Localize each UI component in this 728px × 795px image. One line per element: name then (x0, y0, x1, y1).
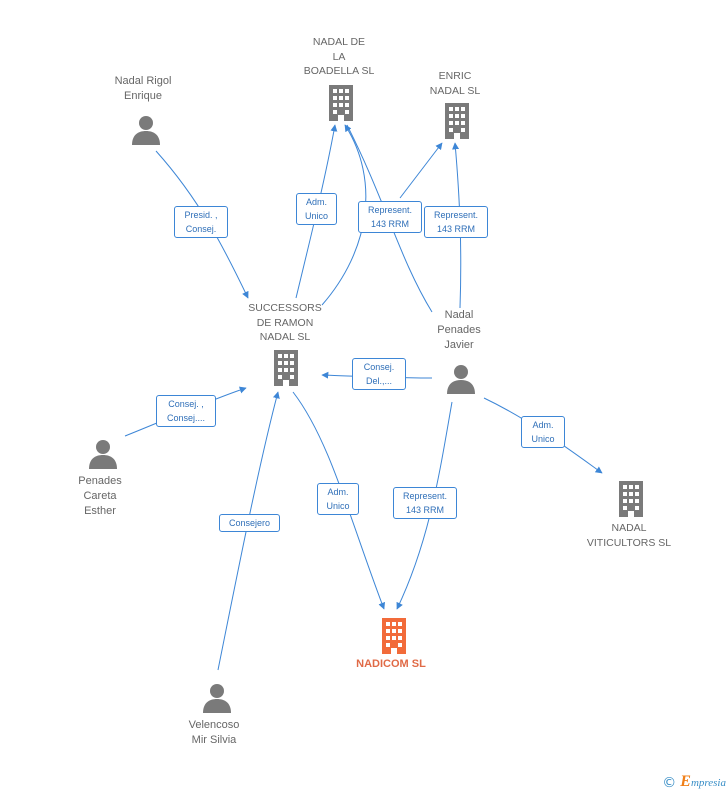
edge-label-represent-nadicom[interactable]: Represent. 143 RRM (393, 487, 457, 519)
building-icon[interactable] (271, 350, 301, 386)
node-label-nadal-rigol[interactable]: Nadal Rigol Enrique (115, 74, 172, 104)
node-label-line: Velencoso (188, 719, 240, 731)
edge-label-presid-consej[interactable]: Presid. , Consej. (174, 206, 228, 238)
node-label-line: Mir Silvia (191, 734, 237, 746)
edge-label-line: 143 RRM (436, 224, 475, 234)
node-label-line: DE RAMON (256, 316, 314, 329)
node-label-nadal-de-la-boadella[interactable]: NADAL DE LA BOADELLA SL (304, 35, 375, 79)
building-icon[interactable] (616, 481, 646, 517)
edge-label-line: Consej. (363, 362, 395, 372)
node-label-line: Nadal Rigol (114, 75, 172, 87)
person-icon[interactable] (88, 439, 118, 469)
edge-label-line: Represent. (402, 491, 448, 501)
edge-label-line: Adm. (327, 487, 349, 497)
node-label-nadal-viticultors[interactable]: NADAL VITICULTORS SL (587, 521, 671, 550)
edge-label-line: 143 RRM (405, 505, 444, 515)
edge-label-line: Consej. (185, 224, 217, 234)
node-label-penades-careta[interactable]: Penades Careta Esther (78, 474, 121, 519)
node-label-successors[interactable]: SUCCESSORS DE RAMON NADAL SL (248, 301, 322, 345)
edge-label-line: Adm. (532, 420, 554, 430)
node-label-velencoso[interactable]: Velencoso Mir Silvia (189, 718, 240, 748)
edge-label-adm-unico-nadicom[interactable]: Adm. Unico (317, 483, 359, 515)
edge-label-line: Unico (326, 501, 350, 511)
node-label-line: SUCCESSORS (248, 302, 322, 314)
edge-label-line: Adm. (305, 197, 327, 207)
node-label-line: VITICULTORS SL (586, 536, 672, 549)
building-icon[interactable] (326, 85, 356, 121)
node-label-line: Javier (444, 339, 474, 351)
edge-label-line: Del.,... (365, 376, 392, 386)
node-label-nadicom[interactable]: NADICOM SL (356, 657, 426, 672)
node-label-line: Nadal (444, 309, 474, 321)
edge-label-line: Consejero (228, 518, 271, 528)
building-icon-highlighted[interactable] (379, 618, 409, 654)
edge-label-line: Presid. , (184, 210, 218, 220)
node-label-enric-nadal[interactable]: ENRIC NADAL SL (430, 69, 480, 98)
person-icon[interactable] (202, 683, 232, 713)
copyright-symbol: © (662, 775, 677, 791)
edge-line-successors-enric (399, 142, 443, 199)
node-label-line: Enrique (124, 90, 162, 102)
brand-initial: E (680, 773, 691, 790)
node-label-line: NADAL DE (312, 36, 366, 48)
edge-label-line: Represent. (433, 210, 479, 220)
edge-label-line: Unico (304, 211, 328, 221)
node-label-line: Careta (83, 490, 117, 502)
person-icon[interactable] (446, 364, 476, 394)
edge-label-consej-del[interactable]: Consej. Del.,... (352, 358, 406, 390)
edge-label-line: Unico (531, 434, 555, 444)
edge-label-represent-enric[interactable]: Represent. 143 RRM (424, 206, 488, 238)
node-label-line: NADAL SL (429, 84, 481, 97)
person-icon[interactable] (131, 115, 161, 145)
node-label-nadal-penades[interactable]: Nadal Penades Javier (437, 308, 480, 353)
edge-label-represent-boadella[interactable]: Represent. 143 RRM (358, 201, 422, 233)
node-label-line: ENRIC (438, 70, 472, 82)
edge-label-consej-consej[interactable]: Consej. , Consej.... (156, 395, 216, 427)
node-label-line: NADICOM SL (356, 658, 426, 670)
edge-label-line: Represent. (367, 205, 413, 215)
edge-label-line: Consej.... (166, 413, 206, 423)
edge-label-adm-unico-viticultors[interactable]: Adm. Unico (521, 416, 565, 448)
node-label-line: Esther (84, 505, 116, 517)
node-label-line: LA (332, 50, 346, 63)
brand-name: mpresia (690, 777, 726, 789)
edge-label-line: Consej. , (168, 399, 204, 409)
empresia-logo: ©Empresia (662, 773, 726, 791)
node-label-line: NADAL SL (259, 331, 311, 343)
node-label-line: BOADELLA SL (303, 65, 375, 77)
node-label-line: NADAL (611, 522, 647, 534)
edge-label-line: 143 RRM (370, 219, 409, 229)
node-label-line: Penades (437, 324, 481, 336)
edge-label-adm-unico-boadella[interactable]: Adm. Unico (296, 193, 337, 225)
building-icon[interactable] (442, 103, 472, 139)
edge-label-consejero[interactable]: Consejero (219, 514, 280, 532)
node-label-line: Penades (78, 475, 122, 487)
